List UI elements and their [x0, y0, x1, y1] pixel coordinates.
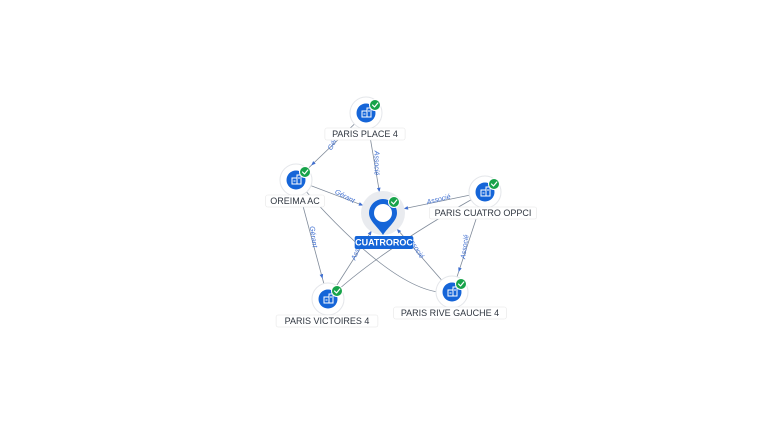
- node-paris-cuatro-oppci[interactable]: PARIS CUATRO OPPCI: [429, 175, 537, 220]
- edge-label: Associé: [460, 234, 470, 260]
- node-label-bg: [265, 194, 325, 208]
- building-icon: [480, 186, 491, 197]
- node-paris-rive-gauche-4[interactable]: PARIS RIVE GAUCHE 4: [393, 275, 507, 320]
- edge-arrow: [367, 230, 372, 236]
- node-label-bg: [324, 127, 406, 141]
- edge-arrow: [311, 161, 316, 166]
- edge-label: Associé: [425, 194, 452, 207]
- edge-label: Gérant: [333, 189, 356, 206]
- check-icon: [299, 166, 311, 178]
- node-label: PARIS CUATRO OPPCI: [435, 208, 532, 218]
- check-icon: [388, 196, 400, 208]
- node-label-bg: [275, 314, 379, 328]
- node-label: OREIMA AC: [270, 196, 320, 206]
- check-icon: [331, 285, 343, 297]
- center-label-bg: [354, 236, 414, 249]
- center-label: CUATROROC: [355, 238, 413, 248]
- edge-arrow: [319, 273, 324, 279]
- edge-arrow: [458, 267, 462, 273]
- edge-label: Gérant: [308, 226, 318, 249]
- check-icon: [488, 178, 500, 190]
- check-icon: [369, 99, 381, 111]
- node-label-bg: [429, 206, 537, 220]
- node-paris-victoires-4[interactable]: PARIS VICTOIRES 4: [275, 282, 379, 328]
- graph-center: CUATROROC: [354, 191, 414, 249]
- center-pin-inner: [374, 204, 392, 222]
- graph-nodes: PARIS PLACE 4 OREIMA AC PARIS CUATRO OPPCI…: [265, 96, 537, 328]
- node-label: PARIS RIVE GAUCHE 4: [401, 308, 499, 318]
- node-label: PARIS VICTOIRES 4: [285, 316, 370, 326]
- building-icon: [291, 174, 302, 185]
- building-icon: [361, 107, 372, 118]
- node-center[interactable]: CUATROROC: [354, 191, 414, 249]
- node-paris-place-4[interactable]: PARIS PLACE 4: [324, 96, 406, 141]
- building-icon: [323, 293, 334, 304]
- building-icon: [378, 207, 389, 218]
- check-icon: [455, 278, 467, 290]
- node-oreima-ac[interactable]: OREIMA AC: [265, 163, 325, 208]
- edge-arrow: [396, 228, 402, 234]
- edge-arrow: [403, 206, 409, 210]
- building-icon: [447, 286, 458, 297]
- node-label: PARIS PLACE 4: [332, 129, 398, 139]
- edge-arrow: [358, 202, 364, 206]
- edge-label: Associé: [373, 150, 380, 176]
- node-label-bg: [393, 306, 507, 320]
- edge-arrow: [376, 187, 381, 193]
